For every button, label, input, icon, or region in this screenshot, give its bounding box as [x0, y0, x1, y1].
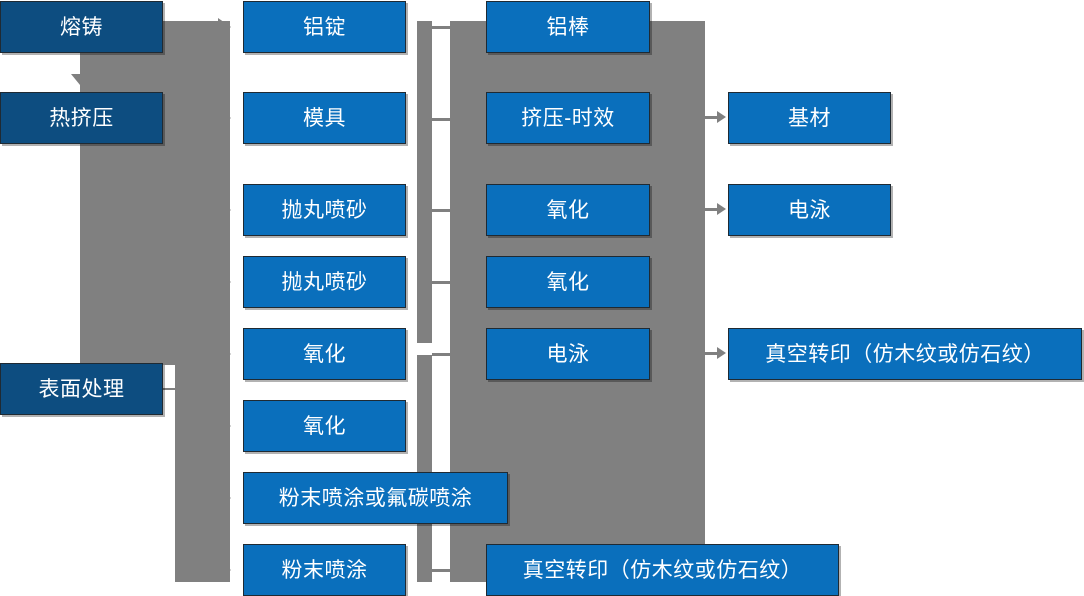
output-label-c4-3: 真空转印（仿木纹或仿石纹）: [765, 342, 1045, 366]
process-box-c3-3[interactable]: 氧化: [486, 184, 650, 236]
process-box-c2-5[interactable]: 氧化: [243, 328, 406, 380]
process-box-c3-5[interactable]: 电泳: [486, 328, 650, 380]
process-box-c3-4[interactable]: 氧化: [486, 256, 650, 308]
output-label-c4-1: 基材: [788, 106, 831, 130]
connector-band-stages-lower: [175, 365, 230, 582]
arrow-shaft: [703, 207, 717, 211]
arrow-c3-to-c4-1: [703, 111, 726, 123]
arrow-head: [717, 203, 726, 215]
process-label-c2-1: 铝锭: [303, 15, 346, 39]
output-label-c4-2: 电泳: [788, 198, 831, 222]
arrow-branch-c2-4: [218, 273, 231, 291]
stage-label-rongzhu: 熔铸: [60, 15, 103, 39]
process-box-c3-2[interactable]: 挤压-时效: [486, 92, 650, 144]
process-label-c2-6: 氧化: [303, 414, 346, 438]
process-box-c2-1[interactable]: 铝锭: [243, 1, 406, 53]
arrow-down-to-biaomian: [166, 345, 184, 356]
arrow-head: [717, 111, 726, 123]
output-box-c4-2[interactable]: 电泳: [728, 184, 891, 236]
process-label-c3-4: 氧化: [546, 270, 590, 294]
stage-box-biaomian[interactable]: 表面处理: [0, 363, 163, 415]
arrow-shaft: [703, 351, 717, 355]
stage-label-rejiya: 热挤压: [49, 106, 114, 130]
process-box-c3-6[interactable]: 真空转印（仿木纹或仿石纹）: [486, 544, 839, 596]
rule-col2-col3-1: [417, 26, 455, 29]
arrow-shaft: [703, 115, 717, 119]
process-label-c2-2: 模具: [303, 106, 346, 130]
connector-bar-col2-lower: [417, 355, 432, 582]
process-label-c3-6: 真空转印（仿木纹或仿石纹）: [522, 558, 803, 582]
arrow-c3-to-c4-3: [703, 347, 726, 359]
rule-col2-col3-2: [432, 118, 455, 121]
arrow-head: [717, 347, 726, 359]
arrow-branch-c2-6: [218, 417, 231, 435]
output-box-c4-3[interactable]: 真空转印（仿木纹或仿石纹）: [728, 328, 1082, 380]
arrow-down-rongzhu-to-rejiya: [71, 74, 89, 85]
process-box-c3-1[interactable]: 铝棒: [486, 1, 650, 53]
process-box-c2-2[interactable]: 模具: [243, 92, 406, 144]
process-label-c2-7: 粉末喷涂或氟碳喷涂: [278, 486, 473, 510]
connector-bar-col2-upper: [417, 21, 432, 343]
output-box-c4-1[interactable]: 基材: [728, 92, 891, 144]
process-label-c2-3: 抛丸喷砂: [281, 198, 368, 222]
process-label-c2-8: 粉末喷涂: [281, 558, 368, 582]
arrow-branch-c2-5: [218, 345, 231, 363]
process-box-c2-4[interactable]: 抛丸喷砂: [243, 256, 406, 308]
rule-col2-col3-3: [432, 209, 455, 212]
process-label-c3-5: 电泳: [546, 342, 590, 366]
process-box-c2-8[interactable]: 粉末喷涂: [243, 544, 406, 596]
process-label-c2-5: 氧化: [303, 342, 346, 366]
rule-col2-col3-4: [432, 281, 455, 284]
arrow-branch-c2-8: [218, 561, 231, 579]
stage-label-biaomian: 表面处理: [38, 377, 125, 401]
arrow-c3-to-c4-2: [703, 203, 726, 215]
stage-box-rongzhu[interactable]: 熔铸: [0, 1, 163, 53]
arrow-branch-c2-1: [218, 18, 231, 36]
process-box-c2-6[interactable]: 氧化: [243, 400, 406, 452]
process-box-c2-3[interactable]: 抛丸喷砂: [243, 184, 406, 236]
arrow-branch-c2-7: [218, 489, 231, 507]
arrow-branch-c2-2: [218, 109, 231, 127]
process-label-c3-1: 铝棒: [546, 15, 590, 39]
connector-band-stages-upper: [80, 21, 230, 365]
process-label-c3-3: 氧化: [546, 198, 590, 222]
connector-stub-biaomian: [163, 388, 177, 390]
process-label-c3-2: 挤压-时效: [521, 106, 615, 130]
rule-col2-col3-6: [432, 569, 455, 572]
process-box-c2-7[interactable]: 粉末喷涂或氟碳喷涂: [243, 472, 508, 524]
arrow-branch-c2-3: [218, 201, 231, 219]
stage-box-rejiya[interactable]: 热挤压: [0, 92, 163, 144]
process-label-c2-4: 抛丸喷砂: [281, 270, 368, 294]
rule-col2-col3-5: [432, 353, 455, 356]
